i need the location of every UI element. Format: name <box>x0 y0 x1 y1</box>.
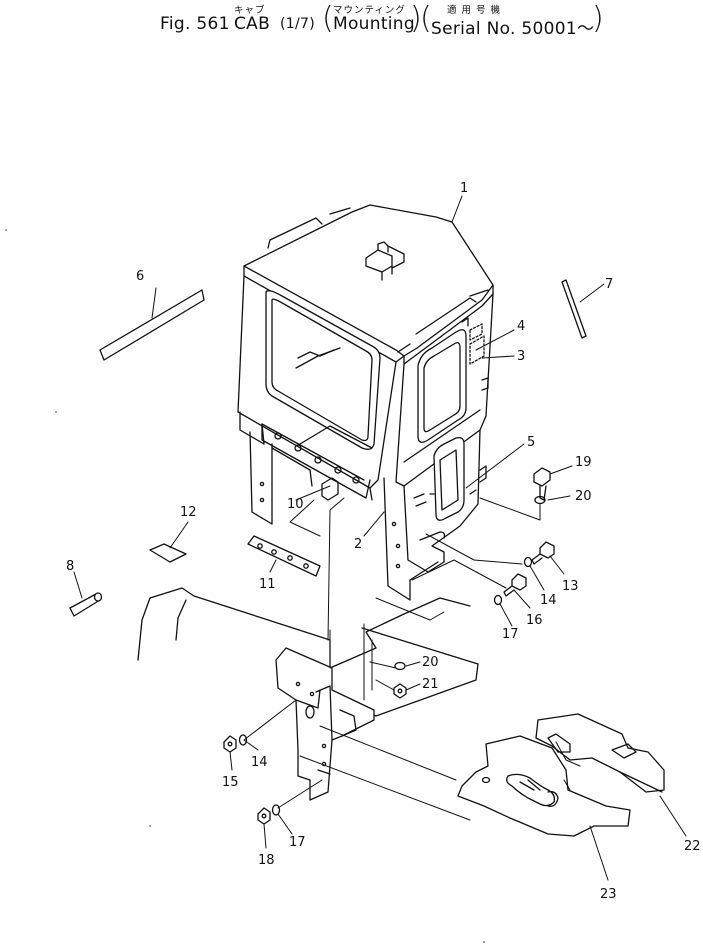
callout-21: 21 <box>422 677 439 692</box>
cab-assembly <box>237 204 494 601</box>
mount-bracket-part-11 <box>247 535 321 577</box>
washer-part-17-lower <box>271 804 281 816</box>
bolt-part-19 <box>533 467 551 501</box>
bolt-part-16 <box>503 573 527 597</box>
floor-mat-part-23 <box>457 735 631 837</box>
callout-20-upper: 20 <box>575 489 592 504</box>
pin-part-8 <box>69 592 103 617</box>
serial-range: Serial No. 50001～ <box>431 19 595 39</box>
cab-kana-label: キャブ <box>234 5 266 16</box>
figure-name: CAB <box>234 14 271 34</box>
scan-specks <box>5 229 485 943</box>
nut-part-21 <box>393 683 407 699</box>
plate-part-12 <box>149 543 187 563</box>
callout-7: 7 <box>605 277 613 292</box>
callout-6: 6 <box>136 269 144 284</box>
callout-17-lower: 17 <box>289 835 306 850</box>
weatherstrip-part-6 <box>99 289 205 361</box>
callout-14-lower: 14 <box>251 755 268 770</box>
callout-2: 2 <box>354 537 362 552</box>
washer-part-14-lower <box>238 734 248 746</box>
callout-20-lower: 20 <box>422 655 439 670</box>
callout-4: 4 <box>517 319 525 334</box>
nut-part-15 <box>223 735 237 753</box>
callout-3: 3 <box>517 349 525 364</box>
callout-labels: 1 2 3 4 5 6 7 8 10 11 12 13 14 14 15 16 … <box>66 181 701 902</box>
callout-19: 19 <box>575 455 592 470</box>
callout-12: 12 <box>180 505 197 520</box>
callout-14-upper: 14 <box>540 593 557 608</box>
figure-title: キャブ Fig. 561 CAB (1/7) ( マウンティング Mountin… <box>160 1 604 40</box>
callout-1: 1 <box>460 181 468 196</box>
mounting-kana-label: マウンティング <box>333 5 406 16</box>
callout-10: 10 <box>287 497 304 512</box>
weatherstrip-part-7 <box>561 279 587 339</box>
washer-part-20-lower <box>394 661 406 671</box>
applicable-kana-label: 適 用 号 機 <box>447 5 502 16</box>
callout-16: 16 <box>526 613 543 628</box>
callout-13: 13 <box>562 579 579 594</box>
washer-part-17-upper <box>493 594 503 606</box>
bolt-part-13 <box>531 541 555 565</box>
callout-5: 5 <box>527 435 535 450</box>
callout-11: 11 <box>259 577 276 592</box>
washer-part-14-upper <box>523 556 533 568</box>
callout-23: 23 <box>600 887 617 902</box>
nut-part-18 <box>257 807 271 825</box>
callout-17-upper: 17 <box>502 627 519 642</box>
callout-15: 15 <box>222 775 239 790</box>
callout-8: 8 <box>66 559 74 574</box>
assembly-lines <box>243 497 581 821</box>
callout-22: 22 <box>684 839 701 854</box>
figure-page: (1/7) <box>280 16 315 32</box>
figure-subtitle: Mounting <box>333 14 415 34</box>
leader-lines <box>73 195 687 881</box>
callout-18: 18 <box>258 853 275 868</box>
figure-number: Fig. 561 <box>160 14 230 34</box>
floor-mat-part-22 <box>535 713 665 793</box>
